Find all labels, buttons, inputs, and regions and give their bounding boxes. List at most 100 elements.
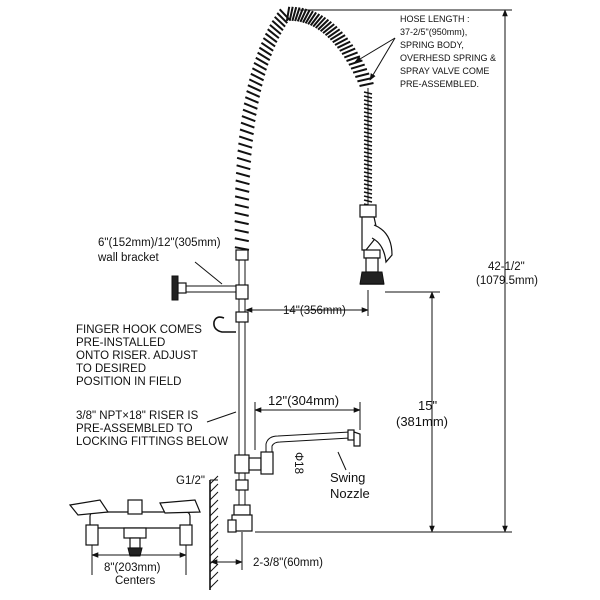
coil-turn (343, 51, 358, 59)
centers-label: 8"(203mm) Centers (104, 562, 164, 587)
hose-spring-turn (363, 111, 373, 115)
coil-turn (234, 228, 249, 234)
hose-spring-turn (363, 127, 373, 131)
coil-turn (357, 77, 372, 83)
nozzle-tee (234, 454, 250, 474)
wall-hatch-line (209, 579, 219, 589)
coil-turn (239, 128, 254, 136)
coil-turn (241, 115, 256, 123)
hose-length-note: HOSE LENGTH : 37-2/5"(950mm), SPRING BOD… (400, 14, 499, 89)
coil-turn (271, 20, 284, 32)
riser-note: 3/8" NPT×18" RISER IS PRE-ASSEMBLED TO L… (76, 410, 228, 448)
coil-turn (336, 40, 351, 49)
wall-hatch-line (209, 515, 219, 525)
coil-turn (236, 164, 251, 171)
coil-turn (267, 28, 280, 39)
hose-spring-turn (363, 135, 373, 139)
wall-hatch-line (209, 547, 219, 557)
hose-spring-turn (363, 131, 373, 135)
coil-turn (242, 108, 257, 116)
coil-turn (260, 41, 274, 52)
coil-turn (253, 62, 267, 71)
coil-turn (269, 24, 282, 35)
spray-head (359, 271, 385, 285)
coil-turn (236, 156, 252, 163)
hose-spring-turn (363, 107, 373, 111)
wall-hatch-line (209, 507, 219, 517)
wall-hatch-line (209, 483, 219, 493)
overhead-spring-coil (234, 6, 374, 251)
riser-pipe (227, 249, 253, 533)
coil-turn (334, 37, 349, 46)
wall-hatch-line (209, 531, 219, 541)
coil-turn (324, 25, 338, 37)
coil-turn (246, 90, 261, 98)
dimension-lines (91, 9, 512, 575)
hose-spring-turn (363, 175, 373, 179)
coil-turn (255, 56, 269, 66)
swing-nozzle (248, 429, 361, 475)
wall-hatch-line (209, 555, 219, 565)
coil-turn (274, 16, 286, 28)
coil-turn (359, 82, 374, 87)
wall-hatch-line (209, 491, 219, 501)
coil-turn (264, 32, 278, 43)
hose-spring-turn (363, 115, 373, 119)
coil-turn (262, 37, 276, 48)
hose-spring-turn (363, 99, 373, 103)
coil-turn (235, 187, 250, 193)
coil-turn (238, 142, 253, 149)
coil-turn (352, 68, 368, 74)
hose-spring-turn (363, 195, 373, 199)
hose-spring-turn (363, 95, 373, 99)
valve-body (359, 204, 377, 218)
hose-spring-turn (363, 143, 373, 147)
coil-turn (350, 63, 365, 70)
coil-turn (234, 220, 249, 226)
wall-bracket-label: 6"(152mm)/12"(305mm) wall bracket (97, 237, 224, 264)
hose-spring-turn (363, 159, 373, 163)
coil-turn (332, 34, 346, 44)
hose-spring-turn (363, 155, 373, 159)
coil-turn (327, 28, 341, 39)
coil-turn (234, 246, 250, 251)
dim-14-label: 14"(356mm) (283, 305, 346, 317)
coil-turn (304, 10, 314, 24)
coil-turn (234, 203, 250, 209)
coil-turn (276, 12, 289, 24)
coil-turn (240, 121, 255, 129)
wall-hatch-line (209, 571, 219, 581)
wall-bracket (171, 275, 236, 301)
coil-turn (250, 72, 265, 82)
coil-turn (258, 46, 273, 57)
coil-turn (355, 72, 370, 78)
hook-clamp (235, 311, 249, 323)
coil-turn (244, 96, 259, 104)
coil-turn (317, 18, 330, 31)
dim-12-label: 12"(304mm) (268, 393, 339, 408)
coil-turn (302, 9, 311, 24)
swing-nozzle-label: Swing Nozzle (330, 470, 370, 501)
coil-turn (294, 7, 301, 22)
coil-turn (247, 84, 262, 93)
wall-hatch-line (209, 563, 219, 573)
coil-turn (257, 51, 271, 61)
coil-turn (234, 195, 250, 201)
coil-turn (339, 44, 354, 52)
hose-spring-turn (363, 167, 373, 171)
hose-spring-turn (363, 139, 373, 143)
hose-spring-turn (363, 147, 373, 151)
coil-turn (341, 47, 356, 56)
coil-turn (234, 211, 249, 217)
coil-turn (309, 13, 321, 27)
coil-turn (319, 21, 332, 33)
wall-mount-faucet (68, 499, 201, 557)
bracket-clamp (235, 284, 249, 300)
spray-handle (371, 224, 393, 264)
wall-hatch-line (209, 499, 219, 509)
wall-hatch-line (209, 523, 219, 533)
hose-spring (363, 91, 373, 207)
hose-spring-turn (363, 103, 373, 107)
